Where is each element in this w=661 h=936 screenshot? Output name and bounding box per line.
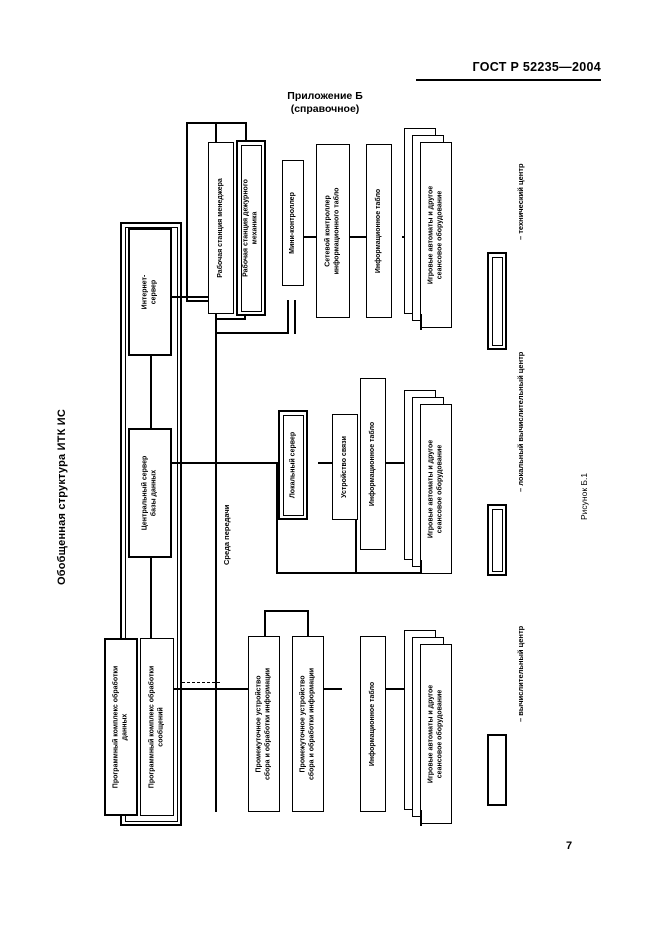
connector-line [215,318,245,320]
transmission-backbone [215,122,217,812]
node-label: Информационное табло [374,188,382,274]
computing-center-frame-inner [124,226,178,822]
connector-line [186,300,216,302]
node-manager-workstation: Рабочая станция менеджера [208,142,234,314]
node-label: Игровые автоматы и другое сеансовое обор… [427,684,444,784]
legend-swatch-inner [491,508,503,572]
annex-title: Приложение Б (справочное) [240,90,410,116]
dashed-connector [182,682,220,683]
connector-line [168,688,216,690]
connector-line [264,610,308,612]
legend-label: – локальный вычислительный центр [516,351,525,492]
node-gaming-machines-bottom: Игровые автоматы и другое сеансовое обор… [420,644,452,824]
connector-line [350,236,376,238]
node-label: Локальный сервер [289,431,297,499]
node-duty-mechanic-workstation: Рабочая станция дежурного механика [240,144,262,312]
node-info-board-top: Информационное табло [366,144,392,318]
node-label: Игровые автоматы и другое сеансовое обор… [427,439,444,539]
connector-line [370,462,416,464]
standard-header-text: ГОСТ Р 52235—2004 [472,60,601,74]
node-info-board-bottom: Информационное табло [360,636,386,812]
node-label: Рабочая станция дежурного механика [242,179,259,277]
legend-swatch-single [487,734,507,806]
figure-caption: Рисунок Б.1 [579,472,589,520]
node-label: Информационное табло [368,421,376,507]
transmission-medium-label: Среда передачи [222,504,231,565]
connector-line [168,462,216,464]
node-communication-device: Устройство связи [332,414,358,520]
connector-line [186,122,246,124]
node-intermediate-device-2: Промежуточное устройство сбора и обработ… [292,636,324,812]
connector-line [318,462,344,464]
node-intermediate-device-1: Промежуточное устройство сбора и обработ… [248,636,280,812]
node-network-controller-info-board: Сетевой контроллер информационного табло [316,144,350,318]
node-info-board-middle: Информационное табло [360,378,386,550]
connector-line [368,688,416,690]
node-label: Программный комплекс обработки сообщений [148,665,165,789]
connector-line [294,300,296,334]
node-central-database-server: Центральный сервер базы данных [128,428,172,558]
connector-line [287,300,289,334]
diagram-title: Обобщенная структура ИТК ИС [56,408,68,585]
legend-swatch-double [487,252,507,350]
connector-line [150,556,152,638]
node-local-server-frame: Локальный сервер [278,410,308,520]
legend-label: – технический центр [516,163,525,240]
annex-title-line-1: Приложение Б [287,90,363,102]
node-label: Сетевой контроллер информационного табло [324,187,341,275]
node-gaming-machines-middle: Игровые автоматы и другое сеансовое обор… [420,404,452,574]
connector-line [215,462,277,464]
header-rule [416,79,601,81]
node-local-server: Локальный сервер [282,414,304,516]
connector-line [215,688,265,690]
connector-line [186,122,188,302]
legend-swatch-double [487,504,507,576]
connector-line [294,236,324,238]
connector-line [420,314,422,330]
node-mini-controller: Мини-контроллер [282,160,304,286]
node-label: Программный комплекс обработки данных [112,665,129,789]
node-software-data-processing: Программный комплекс обработки данных [104,638,138,816]
node-label: Центральный сервер базы данных [141,455,158,531]
connector-line [420,560,422,574]
connector-line [356,572,422,574]
node-label: Игровые автоматы и другое сеансовое обор… [427,185,444,285]
node-software-message-processing: Программный комплекс обработки сообщений [140,638,174,816]
connector-line [308,688,342,690]
standard-header: ГОСТ Р 52235—2004 [0,60,601,81]
node-label: Устройство связи [340,436,348,498]
connector-line [420,810,422,826]
connector-line [276,572,356,574]
node-gaming-machines-top: Игровые автоматы и другое сеансовое обор… [420,142,452,328]
node-label: Промежуточное устройство сбора и обработ… [255,667,272,781]
node-label: Интернет- сервер [141,274,158,310]
node-label: Мини-контроллер [288,192,296,254]
node-label: Промежуточное устройство сбора и обработ… [299,667,316,781]
connector-line [276,462,278,572]
connector-line [168,296,216,298]
connector-line [215,332,289,334]
node-label: Рабочая станция менеджера [216,178,224,278]
legend-label: – вычислительный центр [516,625,525,722]
node-internet-server: Интернет- сервер [128,228,172,356]
connector-line [150,330,152,428]
page-number: 7 [566,840,573,852]
legend-swatch-inner [491,256,503,346]
connector-line [245,122,247,140]
node-duty-mechanic-workstation-frame: Рабочая станция дежурного механика [236,140,266,316]
annex-title-line-2: (справочное) [290,103,360,115]
node-label: Информационное табло [368,681,376,767]
